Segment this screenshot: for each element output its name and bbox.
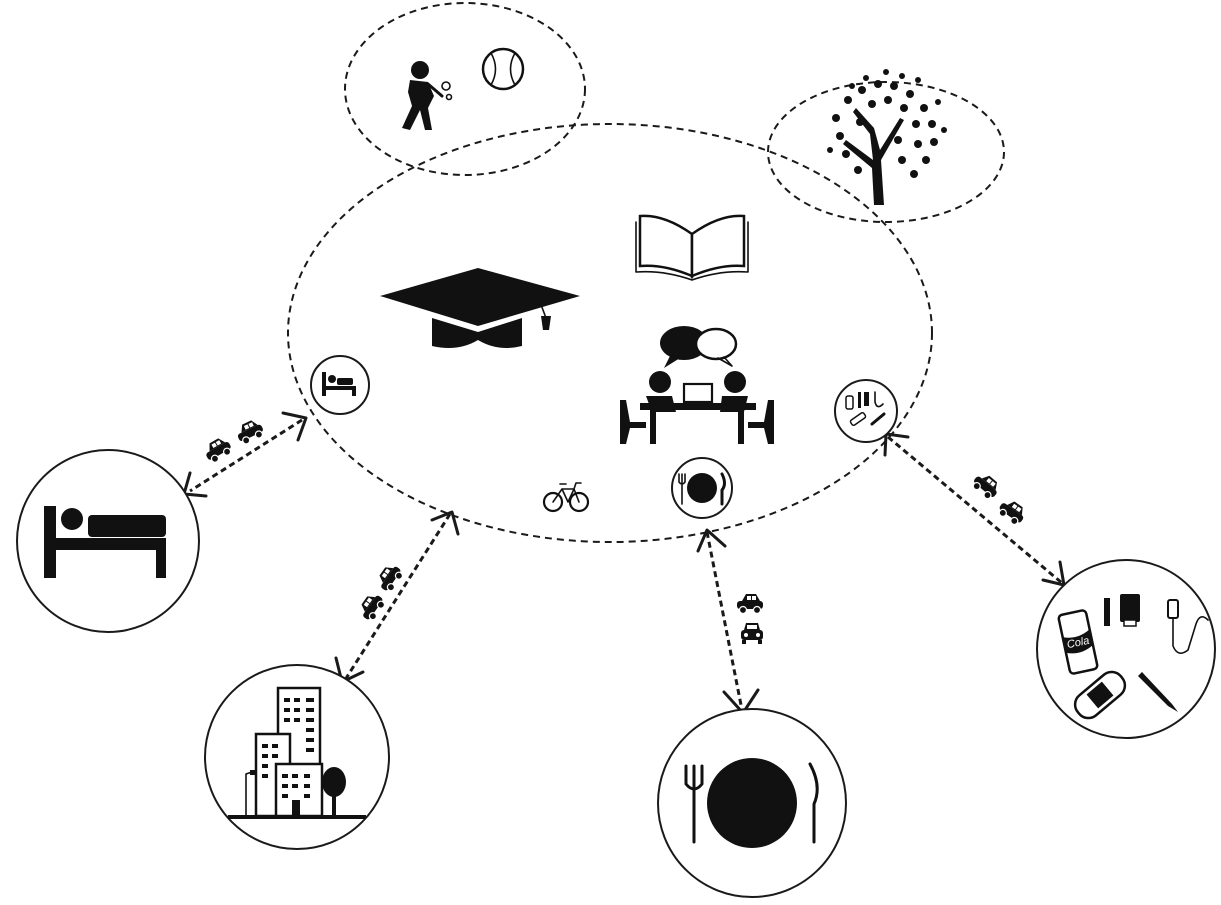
tree-icon bbox=[827, 69, 947, 205]
campus-shop-icon[interactable] bbox=[834, 379, 898, 443]
link-sleep bbox=[182, 411, 308, 498]
car-icon bbox=[201, 434, 235, 466]
graduation-cap-icon bbox=[380, 268, 580, 348]
link-shop bbox=[883, 432, 1066, 587]
sports-zone-boundary bbox=[344, 2, 586, 176]
car-icon bbox=[995, 495, 1029, 528]
car-icon bbox=[969, 469, 1003, 503]
bicycle-icon bbox=[542, 482, 590, 513]
cola-can-icon: Cola bbox=[1057, 609, 1099, 675]
destination-shop-icon[interactable]: Cola bbox=[1036, 559, 1216, 739]
destination-bed-icon[interactable] bbox=[16, 449, 200, 633]
link-city bbox=[334, 510, 460, 684]
sports-player-icon bbox=[402, 61, 453, 130]
campus-boundary bbox=[287, 123, 933, 543]
baseball-icon bbox=[481, 47, 525, 91]
nature-zone-boundary bbox=[767, 81, 1005, 223]
study-group-icon bbox=[620, 326, 774, 444]
link-food bbox=[696, 528, 764, 715]
destination-city-icon[interactable] bbox=[204, 664, 390, 850]
cola-label: Cola bbox=[1066, 635, 1091, 651]
open-book-icon bbox=[635, 214, 749, 281]
car-icon bbox=[736, 593, 764, 615]
car-icon bbox=[373, 561, 406, 595]
car-icon bbox=[741, 623, 763, 644]
campus-bed-icon[interactable] bbox=[310, 355, 370, 415]
campus-dining-icon[interactable] bbox=[671, 457, 733, 519]
car-icon bbox=[233, 416, 267, 447]
destination-dining-icon[interactable] bbox=[657, 708, 847, 898]
